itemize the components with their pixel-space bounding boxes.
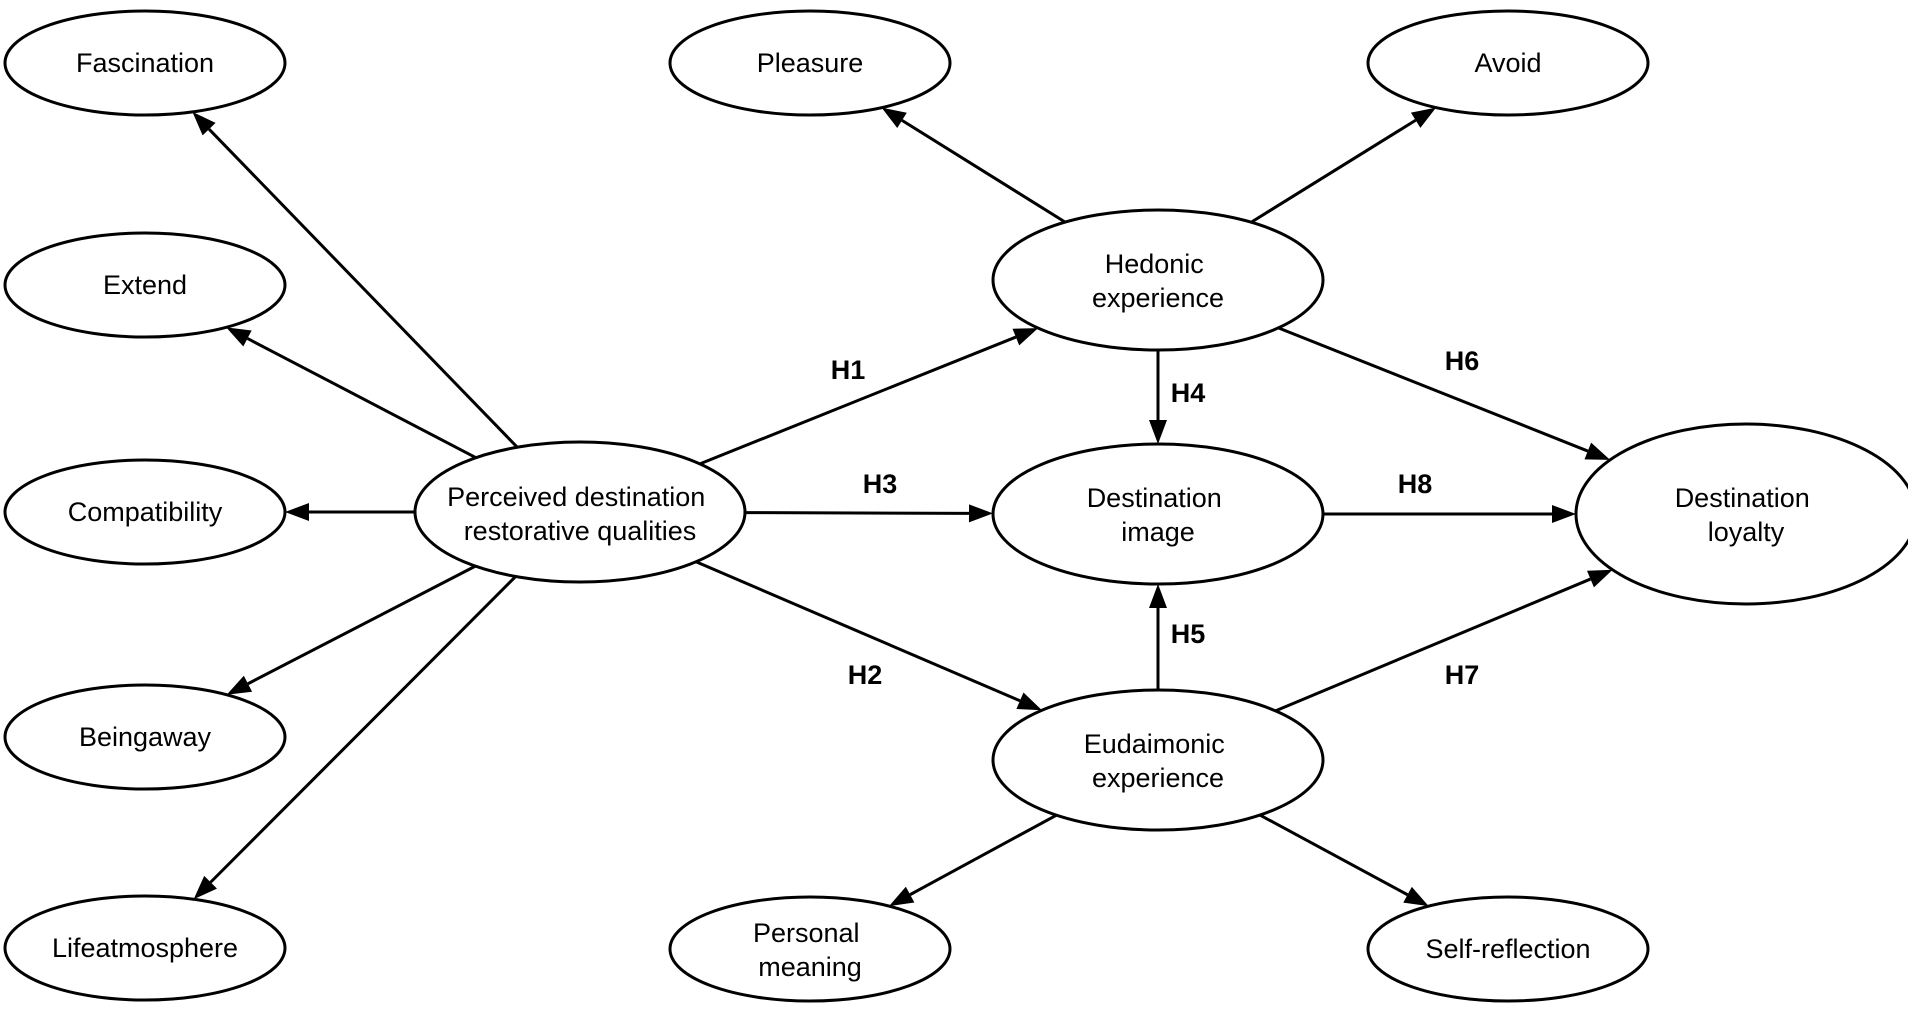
node-fascination: Fascination — [3, 9, 287, 117]
labels-layer: H1 H3 H2 H4 H5 H6 H8 H7 — [831, 346, 1480, 690]
node-eudaimonic-line-2: experience — [1092, 763, 1224, 793]
arrowhead-icon — [1403, 886, 1429, 907]
arrowhead-icon — [968, 504, 994, 523]
node-hedonic-label: Hedonic experience — [1092, 249, 1224, 313]
node-personal-meaning: Personal meaning — [668, 895, 952, 1003]
arrowhead-icon — [192, 111, 216, 136]
node-eudaimonic: Eudaimonic experience — [991, 688, 1325, 832]
hypothesis-label-h3: H3 — [863, 469, 898, 499]
node-destination-image-label: Destination image — [1087, 483, 1230, 547]
node-self-reflection: Self-reflection — [1366, 895, 1650, 1003]
node-lifeatmosphere: Lifeatmosphere — [3, 894, 287, 1002]
node-destination-image-line-2: image — [1121, 517, 1195, 547]
node-pdrq-line-1: Perceived destination — [447, 482, 705, 512]
node-fascination-ellipse — [3, 9, 287, 117]
node-extend-label: Extend — [103, 270, 187, 300]
node-eudaimonic-label: Eudaimonic experience — [1084, 729, 1233, 793]
node-lifeatmosphere-ellipse — [3, 894, 287, 1002]
node-pleasure-label: Pleasure — [757, 48, 864, 78]
node-compatibility: Compatibility — [3, 458, 287, 566]
edge-pdrq-to-fascination — [208, 128, 519, 449]
node-pdrq-line-2: restorative qualities — [464, 516, 697, 546]
hypothesis-label-h4: H4 — [1171, 378, 1206, 408]
edge-eudaimonic-to-destination-loyalty — [1274, 577, 1592, 713]
edge-pdrq-to-destination-image — [744, 511, 970, 515]
node-lifeatmosphere-label: Lifeatmosphere — [52, 933, 238, 963]
node-avoid-ellipse — [1366, 9, 1650, 117]
arrowhead-icon — [1587, 569, 1613, 588]
hypothesis-label-h1: H1 — [831, 355, 866, 385]
hypothesis-label-h6: H6 — [1445, 346, 1480, 376]
node-pdrq-ellipse — [413, 440, 747, 584]
edge-hedonic-to-avoid — [1250, 118, 1417, 224]
edge-pdrq-to-lifeatmosphere — [209, 575, 517, 884]
edge-eudaimonic-to-personal-meaning — [909, 813, 1058, 896]
node-personal-meaning-line-2: meaning — [758, 952, 862, 982]
edge-pdrq-to-extend — [246, 337, 477, 460]
node-destination-loyalty-line-2: loyalty — [1708, 517, 1785, 547]
node-personal-meaning-label: Personal meaning — [753, 918, 867, 982]
node-pleasure-ellipse — [668, 9, 952, 117]
node-destination-loyalty-line-1: Destination — [1675, 483, 1810, 513]
node-self-reflection-ellipse — [1366, 895, 1650, 1003]
node-destination-image-ellipse — [991, 442, 1325, 586]
arrowhead-icon — [226, 327, 252, 347]
node-hedonic-ellipse — [991, 208, 1325, 352]
hypothesis-label-h2: H2 — [848, 660, 883, 690]
node-beingaway-ellipse — [3, 683, 287, 791]
node-personal-meaning-line-1: Personal — [753, 918, 860, 948]
edge-pdrq-to-beingaway — [247, 564, 477, 686]
node-beingaway-label: Beingaway — [79, 722, 212, 752]
node-avoid: Avoid — [1366, 9, 1650, 117]
node-personal-meaning-ellipse — [668, 895, 952, 1003]
node-destination-loyalty: Destination loyalty — [1574, 422, 1908, 606]
arrowhead-icon — [881, 107, 907, 129]
node-compatibility-ellipse — [3, 458, 287, 566]
edge-eudaimonic-to-self-reflection — [1259, 813, 1409, 897]
node-pdrq-label: Perceived destination restorative qualit… — [447, 482, 713, 546]
nodes-layer: Fascination Extend Compatibility Beingaw… — [3, 9, 1908, 1003]
edges-layer — [192, 107, 1613, 907]
hypothesis-label-h7: H7 — [1445, 660, 1480, 690]
hypothesis-label-h5: H5 — [1171, 619, 1206, 649]
arrowhead-icon — [193, 875, 217, 900]
node-extend-ellipse — [3, 231, 287, 339]
edge-pdrq-to-eudaimonic — [695, 560, 1021, 703]
node-beingaway: Beingaway — [3, 683, 287, 791]
edge-hedonic-to-pleasure — [901, 119, 1066, 224]
node-fascination-label: Fascination — [76, 48, 214, 78]
arrowhead-icon — [1016, 692, 1042, 711]
arrowhead-icon — [889, 886, 915, 907]
node-eudaimonic-line-1: Eudaimonic — [1084, 729, 1225, 759]
node-destination-loyalty-label: Destination loyalty — [1675, 483, 1818, 547]
node-hedonic-line-1: Hedonic — [1105, 249, 1204, 279]
node-self-reflection-label: Self-reflection — [1425, 934, 1590, 964]
arrowhead-icon — [226, 675, 253, 695]
node-hedonic: Hedonic experience — [991, 208, 1325, 352]
arrowhead-icon — [1552, 505, 1576, 523]
arrowhead-icon — [1149, 420, 1167, 444]
arrowhead-icon — [1410, 107, 1437, 128]
node-eudaimonic-ellipse — [991, 688, 1325, 832]
edge-hedonic-to-destination-loyalty — [1277, 326, 1589, 453]
arrowhead-icon — [1584, 442, 1611, 460]
arrowhead-icon — [1149, 584, 1167, 608]
node-destination-image-line-1: Destination — [1087, 483, 1222, 513]
edge-pdrq-to-hedonic — [699, 335, 1017, 466]
arrowhead-icon — [1012, 328, 1039, 346]
hypothesis-label-h8: H8 — [1398, 469, 1433, 499]
node-avoid-label: Avoid — [1474, 48, 1541, 78]
node-compatibility-label: Compatibility — [68, 497, 223, 527]
node-destination-loyalty-ellipse — [1574, 422, 1908, 606]
node-pleasure: Pleasure — [668, 9, 952, 117]
node-pdrq: Perceived destination restorative qualit… — [413, 440, 747, 584]
arrowhead-icon — [285, 503, 309, 521]
node-hedonic-line-2: experience — [1092, 283, 1224, 313]
node-extend: Extend — [3, 231, 287, 339]
node-destination-image: Destination image — [991, 442, 1325, 586]
